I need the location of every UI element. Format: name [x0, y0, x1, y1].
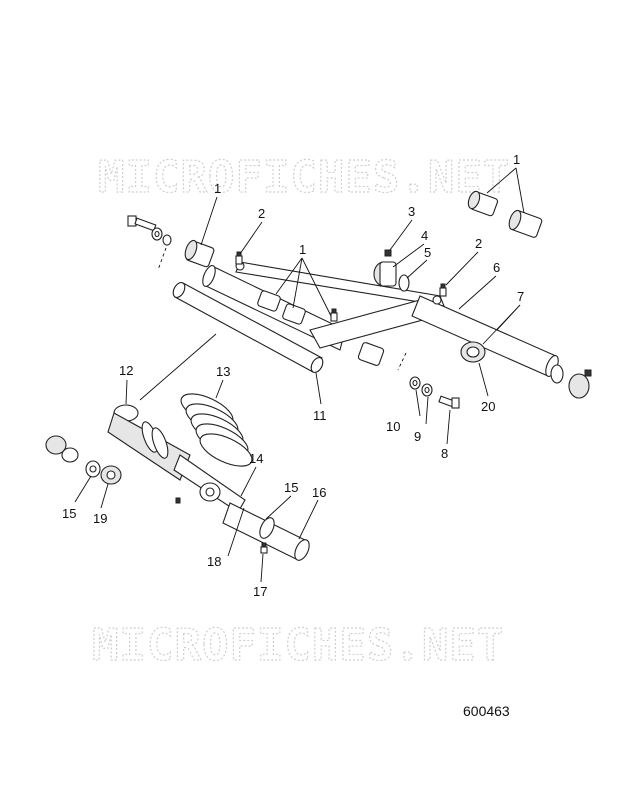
washer-top-left	[151, 227, 163, 241]
callout-20: 20	[481, 399, 495, 414]
callout-11: 11	[313, 408, 327, 423]
bushing-19	[100, 465, 122, 485]
callout-1-middle: 1	[299, 242, 306, 257]
callout-19: 19	[93, 511, 107, 526]
callout-5: 5	[424, 245, 431, 260]
bushing-top-right-2	[508, 209, 543, 238]
callout-14: 14	[249, 451, 263, 466]
bushing-arm-1	[257, 290, 281, 312]
lower-shaft-16	[222, 502, 310, 561]
callout-4: 4	[421, 228, 428, 243]
bushing-arm-2	[282, 303, 306, 325]
callout-3: 3	[408, 204, 415, 219]
callout-9: 9	[414, 429, 421, 444]
callout-2-right: 2	[475, 236, 482, 251]
cap-3	[384, 249, 392, 257]
fitting-lower-left	[175, 497, 181, 504]
callout-1-left: 1	[214, 181, 221, 196]
callout-15-left: 15	[62, 506, 76, 521]
grease-fitting-17	[260, 542, 268, 554]
bushing-left-top	[45, 435, 79, 463]
callout-6: 6	[493, 260, 500, 275]
pivot-shaft-11	[172, 282, 324, 373]
shock-absorber	[107, 404, 246, 513]
callout-16: 16	[312, 485, 326, 500]
grease-fitting-right	[439, 283, 447, 297]
grease-fitting-left	[235, 251, 243, 265]
bushing-top-right-1	[467, 190, 499, 217]
grease-fitting-mid	[330, 308, 338, 322]
callout-13: 13	[216, 364, 230, 379]
ring-5	[398, 274, 410, 292]
bushing-15	[85, 460, 101, 478]
callout-2-left: 2	[258, 206, 265, 221]
leader-lines	[74, 167, 525, 583]
watermark-bottom: MICROFICHES.NET	[92, 620, 504, 671]
callout-15-shaft: 15	[284, 480, 298, 495]
bushing-4	[373, 261, 397, 287]
washer-9	[421, 383, 433, 397]
callout-7: 7	[517, 289, 524, 304]
callout-17: 17	[253, 584, 267, 599]
callout-12: 12	[119, 363, 133, 378]
nut-top-left	[162, 234, 172, 246]
bolt-top-left	[127, 215, 157, 232]
diagram-reference-number: 600463	[463, 703, 510, 719]
snap-ring-right	[550, 364, 564, 384]
callout-1-top-right: 1	[513, 152, 520, 167]
callout-8: 8	[441, 446, 448, 461]
cap-right	[568, 369, 592, 399]
bushing-arm-3	[357, 342, 385, 366]
spring-13	[180, 393, 253, 467]
bushing-20	[460, 341, 486, 363]
callout-10: 10	[386, 419, 400, 434]
callout-18: 18	[207, 554, 221, 569]
watermark-top: MICROFICHES.NET	[98, 152, 510, 203]
bushing-left	[184, 239, 215, 268]
bolt-8	[438, 395, 460, 409]
washer-10	[409, 376, 421, 390]
